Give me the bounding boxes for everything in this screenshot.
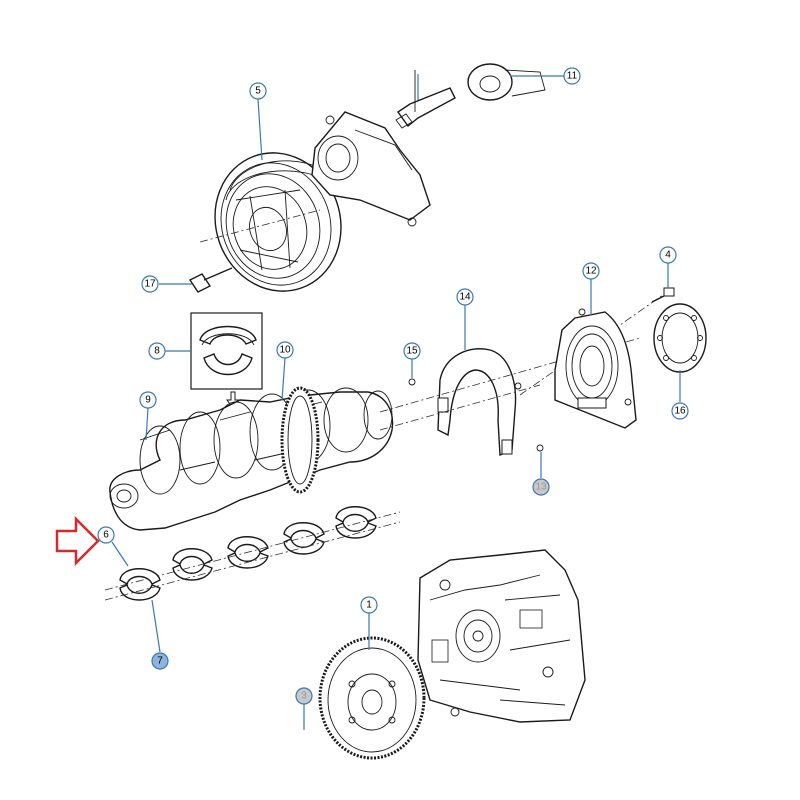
oil-seal: [653, 303, 707, 373]
bolt-4: [651, 287, 675, 303]
svg-text:13: 13: [535, 482, 547, 493]
svg-text:1: 1: [366, 600, 372, 611]
pulley-axis: [199, 209, 321, 243]
leader-lines: [111, 74, 681, 730]
svg-text:14: 14: [459, 292, 471, 303]
engine-block: [417, 549, 586, 723]
callout-5[interactable]: 5: [249, 82, 267, 100]
callout-15[interactable]: 15: [403, 342, 421, 360]
dowel-15b: [514, 382, 522, 390]
timing-cover: [437, 348, 517, 457]
callout-13[interactable]: 13: [532, 478, 550, 496]
crankshaft: [109, 387, 394, 531]
svg-text:9: 9: [145, 395, 151, 406]
crankshaft-pulley: [214, 152, 342, 292]
callout-4[interactable]: 4: [659, 246, 677, 264]
flywheel: [318, 636, 426, 760]
callout-9[interactable]: 9: [139, 391, 157, 409]
callout-17[interactable]: 17: [141, 275, 159, 293]
callout-16[interactable]: 16: [671, 402, 689, 420]
lower-shells-axis: [104, 521, 401, 601]
callout-3[interactable]: 3: [295, 687, 313, 705]
upper-bearing-shells: [172, 506, 377, 581]
bearing-detail-box: [190, 312, 263, 390]
callout-7[interactable]: 7: [151, 652, 169, 670]
callout-8[interactable]: 8: [148, 342, 166, 360]
svg-text:7: 7: [157, 656, 163, 667]
svg-text:3: 3: [301, 691, 307, 702]
svg-text:5: 5: [255, 86, 261, 97]
callout-10[interactable]: 10: [276, 341, 294, 359]
front-housing: [311, 111, 431, 227]
svg-text:16: 16: [674, 406, 686, 417]
callout-14[interactable]: 14: [456, 288, 474, 306]
rear-seal-housing: [554, 308, 637, 429]
svg-text:6: 6: [103, 530, 109, 541]
svg-text:11: 11: [567, 71, 578, 82]
top-gear-part: [467, 63, 546, 101]
svg-text:17: 17: [144, 279, 156, 290]
svg-text:4: 4: [665, 250, 671, 261]
svg-text:10: 10: [279, 345, 291, 356]
callout-11[interactable]: 11: [563, 67, 581, 85]
bolt-17: [188, 267, 233, 293]
svg-text:12: 12: [585, 266, 597, 277]
callout-1[interactable]: 1: [360, 596, 378, 614]
dowel-15: [408, 378, 416, 386]
svg-text:15: 15: [406, 346, 418, 357]
svg-text:8: 8: [154, 346, 160, 357]
pulley-bolt: [395, 70, 456, 129]
crank-sprocket: [280, 386, 320, 494]
dowel-13: [536, 444, 544, 452]
callout-6[interactable]: 6: [97, 526, 115, 544]
highlight-arrow-icon: [55, 515, 100, 567]
rear-axis-2: [379, 384, 541, 431]
callout-12[interactable]: 12: [582, 262, 600, 280]
